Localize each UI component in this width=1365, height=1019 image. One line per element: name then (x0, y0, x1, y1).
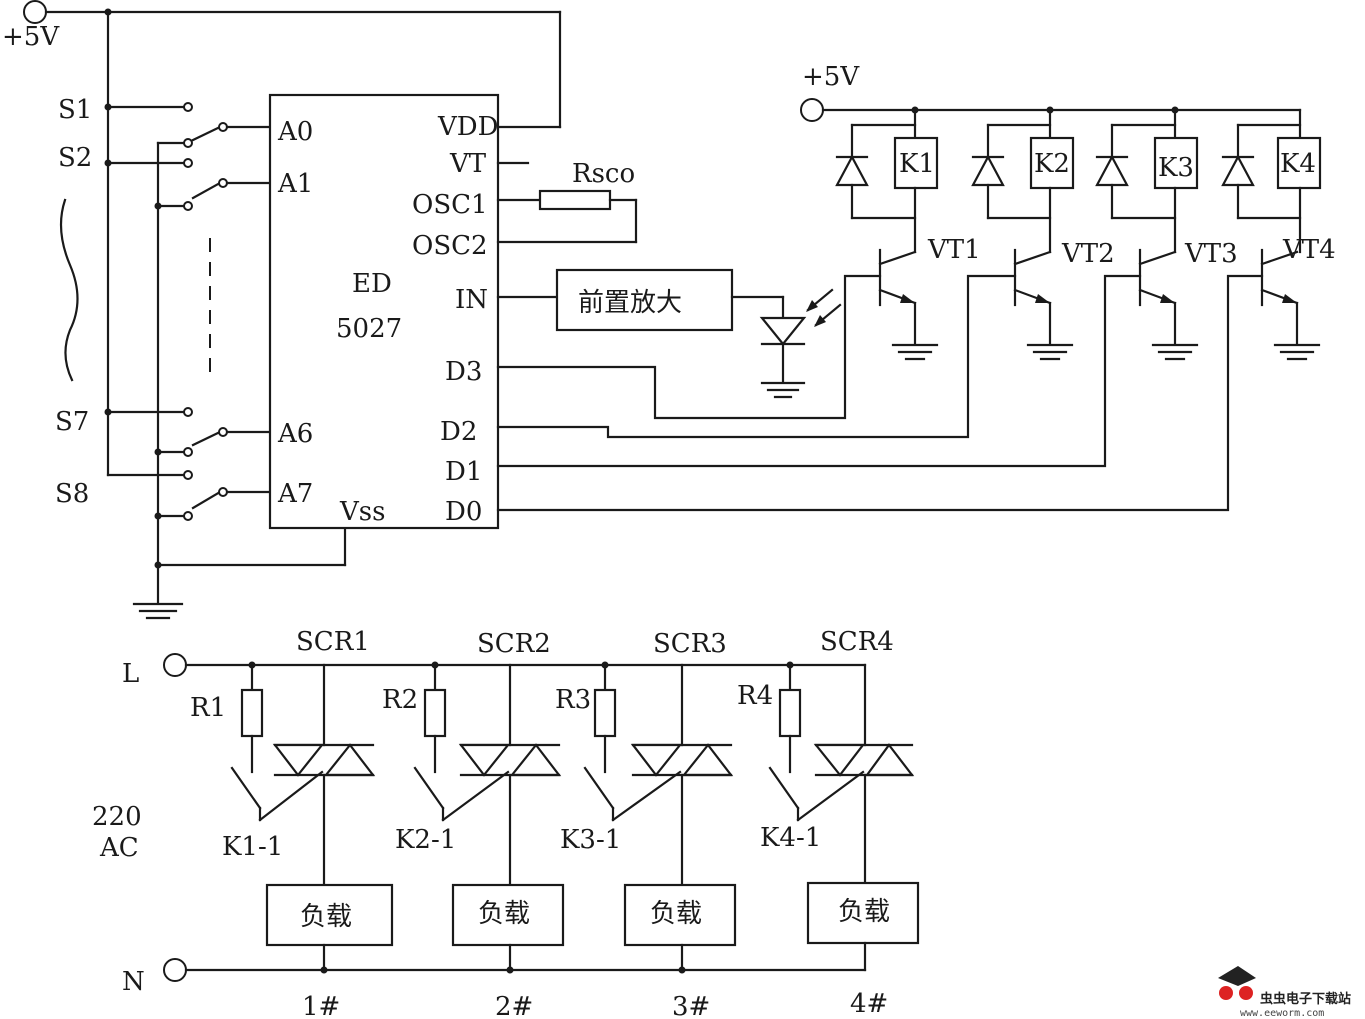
ic-name: ED (352, 269, 392, 299)
load-box-1 (265, 883, 394, 947)
rsco-label: Rsco (572, 159, 635, 189)
triac-branch-2 (413, 661, 565, 974)
switch-label-s7: S7 (55, 407, 89, 437)
relay-coil-k2 (1029, 136, 1075, 190)
decoder-ic: ED 5027 A0 A1 A6 A7 VDD VT OSC1 OSC2 IN … (268, 93, 500, 530)
watermark: 虫虫电子下载站 www.eeworm.com (1218, 966, 1351, 1019)
pin-d2: D2 (440, 417, 477, 447)
relay-coil-k1 (893, 136, 939, 190)
relay-label-k3: K3 (1158, 153, 1194, 183)
pin-in: IN (455, 285, 488, 315)
vcc-terminal-right (800, 98, 824, 122)
scr-label-4: SCR4 (820, 627, 894, 657)
output-label-2: 2# (495, 992, 533, 1019)
relay-label-k1: K1 (899, 149, 935, 179)
contact-label-k2-1: K2-1 (395, 825, 456, 855)
contact-label-k1-1: K1-1 (222, 832, 283, 862)
triac-branch-3 (583, 661, 737, 974)
triac-branch-1 (230, 661, 394, 974)
transistor-label-vt4: VT4 (1282, 235, 1336, 265)
scr-label-3: SCR3 (653, 629, 727, 659)
load-label-4: 负载 (838, 897, 890, 927)
pin-a7: A7 (277, 479, 313, 509)
resistor-r2 (423, 688, 447, 738)
ic-body (268, 93, 500, 530)
vcc-terminal-left (23, 0, 47, 24)
switch-label-s2: S2 (58, 143, 92, 173)
scr-label-2: SCR2 (477, 629, 551, 659)
pin-vss: Vss (339, 497, 385, 527)
output-label-3: 3# (672, 992, 710, 1019)
ac-type-label: AC (99, 833, 139, 863)
neutral-label: N (122, 967, 145, 997)
resistor-r1 (240, 688, 264, 738)
pin-osc1: OSC1 (412, 190, 488, 220)
switch-label-s1: S1 (58, 95, 92, 125)
ir-receiver: 前置放大 (496, 268, 842, 399)
output-label-4: 4# (850, 989, 888, 1019)
contact-label-k4-1: K4-1 (760, 823, 821, 853)
relay-stage-2 (971, 106, 1075, 361)
relay-label-k4: K4 (1280, 149, 1316, 179)
scr-label-1: SCR1 (296, 627, 370, 657)
relay-stage-1 (835, 106, 939, 361)
pin-d3: D3 (445, 357, 482, 387)
load-label-1: 负载 (300, 902, 352, 932)
transistor-label-vt2: VT2 (1061, 239, 1115, 269)
load-box-3 (623, 883, 737, 947)
pin-vdd: VDD (437, 112, 498, 142)
pin-osc2: OSC2 (412, 231, 488, 261)
resistor-label-r4: R4 (737, 681, 773, 711)
load-label-2: 负载 (478, 899, 530, 929)
load-box-4 (806, 881, 920, 945)
vcc-left-label: +5V (2, 22, 60, 52)
line-terminal (163, 653, 187, 677)
relay-stage-4 (1221, 108, 1322, 361)
resistor-label-r1: R1 (190, 693, 226, 723)
watermark-name: 虫虫电子下载站 (1260, 991, 1351, 1007)
triac-branch-4 (768, 661, 920, 972)
photodiode (759, 316, 807, 346)
data-lines (496, 274, 1264, 512)
resistor-label-r3: R3 (555, 685, 591, 715)
pin-d0: D0 (445, 497, 482, 527)
relay-stage-3 (1095, 106, 1199, 361)
ac-voltage-label: 220 (92, 802, 142, 832)
contact-label-k3-1: K3-1 (560, 825, 621, 855)
transistor-label-vt3: VT3 (1184, 239, 1238, 269)
output-label-1: 1# (302, 992, 340, 1019)
pin-a6: A6 (277, 419, 313, 449)
preamp-box (555, 268, 734, 332)
resistor-r3 (593, 688, 617, 738)
relay-label-k2: K2 (1034, 149, 1070, 179)
neutral-terminal (163, 958, 187, 982)
right-supply: +5V (800, 62, 1302, 122)
switch-label-s8: S8 (55, 479, 89, 509)
oscillator-resistor: Rsco (496, 159, 638, 244)
line-label: L (122, 659, 139, 689)
pin-a0: A0 (277, 117, 313, 147)
pin-d1: D1 (445, 457, 482, 487)
watermark-url: www.eeworm.com (1240, 1008, 1324, 1019)
ic-part: 5027 (336, 314, 402, 344)
pin-a1: A1 (277, 169, 313, 199)
preamp-label: 前置放大 (578, 288, 682, 318)
rsco-resistor (538, 189, 612, 211)
load-box-2 (451, 883, 565, 947)
resistor-r4 (778, 688, 802, 738)
mortarboard-icon (1218, 966, 1256, 986)
ac-section: L N 220 AC (92, 653, 867, 997)
left-supply: +5V (2, 0, 562, 477)
load-label-3: 负载 (650, 899, 702, 929)
resistor-label-r2: R2 (382, 685, 418, 715)
pin-vt: VT (449, 149, 487, 179)
transistor-label-vt1: VT1 (927, 235, 981, 265)
vcc-right-label: +5V (802, 62, 860, 92)
